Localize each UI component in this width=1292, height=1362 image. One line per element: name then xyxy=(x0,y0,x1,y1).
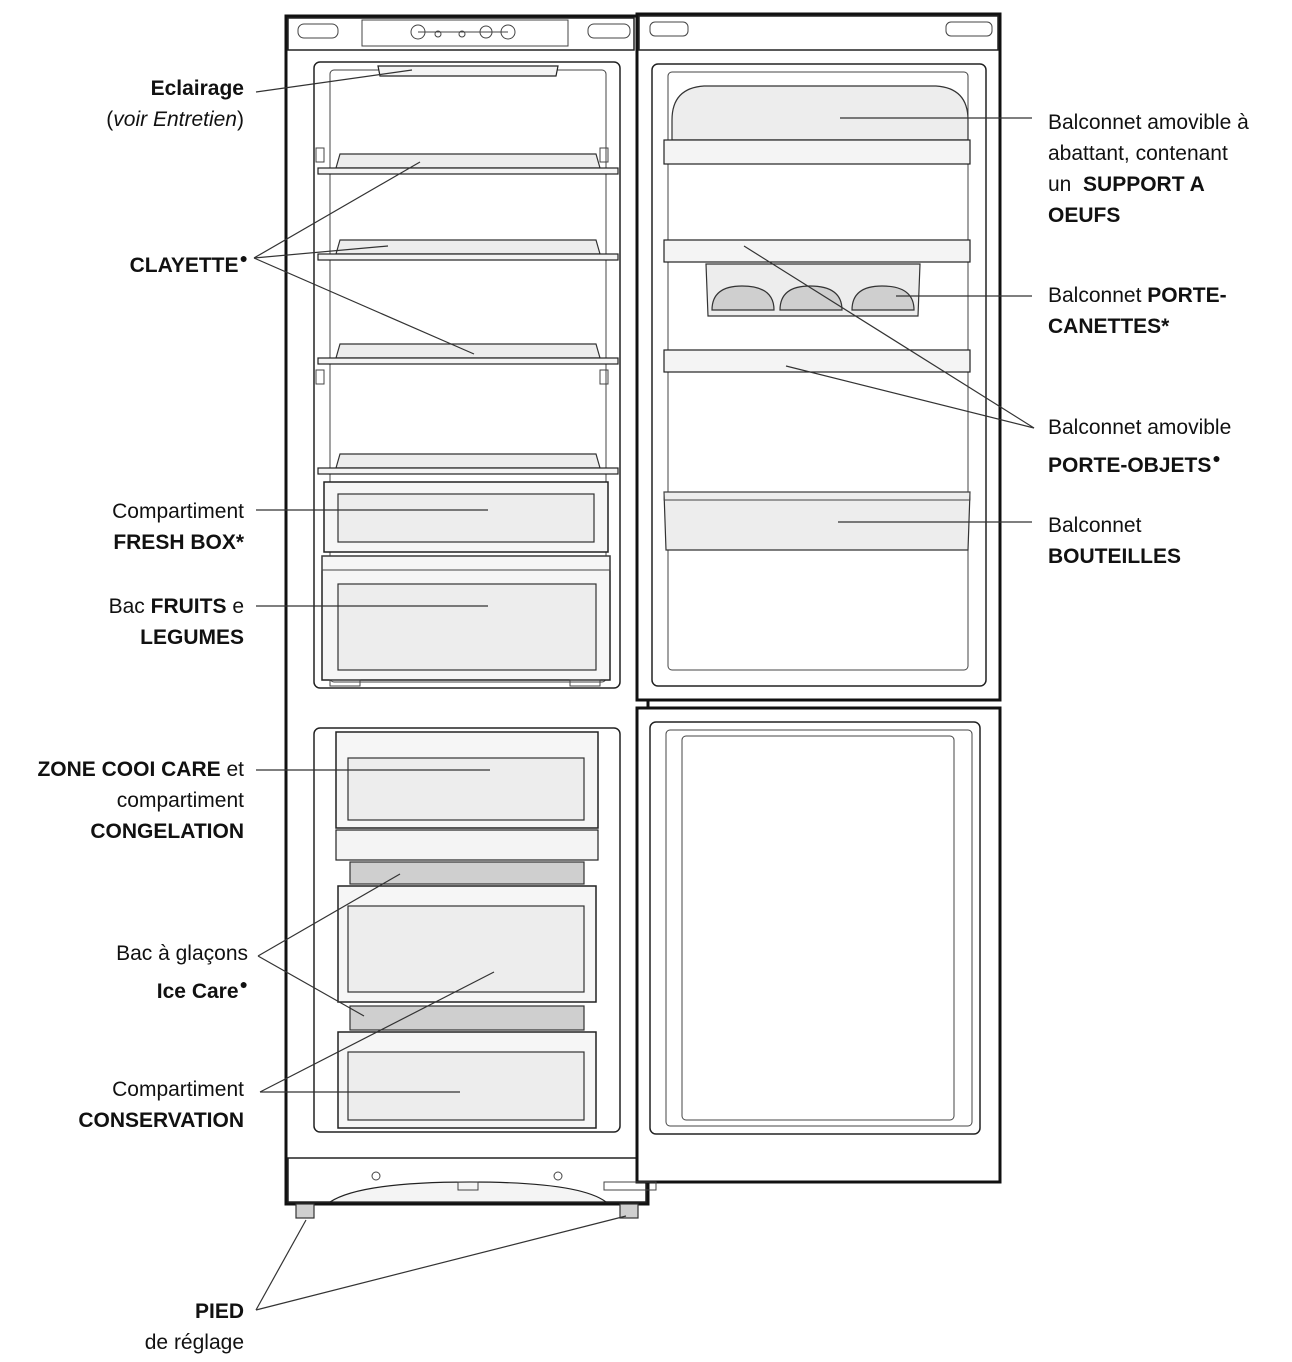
zone-line3: CONGELATION xyxy=(90,820,244,843)
fridge-door xyxy=(635,12,1002,702)
fridge-cabinet xyxy=(284,14,650,1219)
label-zone: ZONE COOI CARE et compartiment CONGELATI… xyxy=(37,754,244,847)
fresh-box-drawer xyxy=(323,481,609,553)
clayette-title: CLAYETTE xyxy=(129,254,239,277)
canettes-bold1: PORTE- xyxy=(1147,284,1227,307)
fresh-box-line1: Compartiment xyxy=(112,500,244,523)
support-line4: OEUFS xyxy=(1048,204,1121,227)
zone-bold: ZONE COOI CARE xyxy=(37,758,221,781)
shelves xyxy=(315,147,619,475)
label-ice: Bac à glaçons Ice Care● xyxy=(116,938,248,1007)
eclairage-title: Eclairage xyxy=(150,77,244,100)
support-line3-bold: SUPPORT A xyxy=(1083,173,1205,196)
conservation-line1: Compartiment xyxy=(112,1078,244,1101)
egg-balcony xyxy=(663,85,971,165)
eclairage-close-paren: ) xyxy=(237,108,244,131)
eclairage-note: voir Entretien xyxy=(113,108,237,131)
label-objets: Balconnet amovible PORTE-OBJETS● xyxy=(1048,412,1231,481)
right-foot xyxy=(619,1203,639,1219)
fruits-suffix: e xyxy=(232,595,244,618)
label-pied: PIED de réglage xyxy=(145,1296,244,1358)
support-line1: Balconnet amovible à xyxy=(1048,111,1249,134)
label-clayette: CLAYETTE● xyxy=(130,243,248,281)
light-fixture xyxy=(377,65,559,77)
label-bouteilles: Balconnet BOUTEILLES xyxy=(1048,510,1181,572)
freezer-drawers xyxy=(335,731,599,1129)
vegetable-drawer xyxy=(321,555,611,687)
objets-line1: Balconnet amovible xyxy=(1048,416,1232,439)
support-line2: abattant, contenant xyxy=(1048,142,1228,165)
eclairage-open-paren: ( xyxy=(106,108,114,131)
support-line3-prefix: un xyxy=(1048,173,1072,196)
bouteilles-line2: BOUTEILLES xyxy=(1048,545,1182,568)
fruits-bold2: LEGUMES xyxy=(140,626,244,649)
label-fruits: Bac FRUITS e LEGUMES xyxy=(109,591,244,653)
bouteilles-line1: Balconnet xyxy=(1048,514,1142,537)
ice-mark: ● xyxy=(239,976,248,992)
zone-line2: compartiment xyxy=(116,789,244,812)
freezer-door xyxy=(603,706,1002,1191)
pied-line2: de réglage xyxy=(144,1331,244,1354)
label-canettes: Balconnet PORTE- CANETTES* xyxy=(1048,280,1227,342)
bottle-balcony xyxy=(663,491,971,551)
label-fresh-box: Compartiment FRESH BOX* xyxy=(112,496,244,558)
pied-line1: PIED xyxy=(194,1300,244,1323)
fruits-prefix: Bac xyxy=(108,595,145,618)
objets-line2: PORTE-OBJETS xyxy=(1048,454,1212,477)
canettes-line2: CANETTES* xyxy=(1048,315,1170,338)
canettes-prefix: Balconnet xyxy=(1048,284,1142,307)
label-support: Balconnet amovible à abattant, contenant… xyxy=(1048,107,1249,231)
clayette-mark: ● xyxy=(239,250,248,266)
zone-suffix: et xyxy=(226,758,244,781)
ice-line1: Bac à glaçons xyxy=(116,942,248,965)
can-holder xyxy=(705,263,921,317)
conservation-line2: CONSERVATION xyxy=(78,1109,244,1132)
ice-line2: Ice Care xyxy=(156,980,239,1003)
objets-mark: ● xyxy=(1212,450,1221,466)
leader-lines xyxy=(253,69,1035,1311)
left-foot xyxy=(295,1203,315,1219)
label-conservation: Compartiment CONSERVATION xyxy=(78,1074,244,1136)
label-eclairage: Eclairage (voir Entretien) xyxy=(106,73,244,135)
fruits-bold1: FRUITS xyxy=(150,595,227,618)
fresh-box-line2: FRESH BOX* xyxy=(113,531,244,554)
